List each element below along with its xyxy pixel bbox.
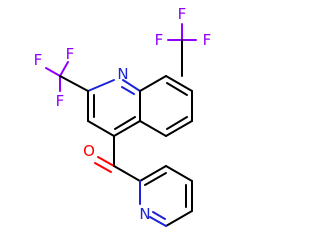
bond-c8a-n1 [122, 79, 141, 92]
bond-c8a-c8 [139, 75, 167, 92]
atom-f2: F [56, 92, 65, 110]
bond-c8-c7-double [166, 82, 188, 96]
bond-c4-c4a-double [114, 116, 136, 130]
molecule-svg: F F F F F F N N O [34, 5, 212, 227]
atom-f3: F [66, 45, 75, 63]
bond-c8a-n1-double [121, 86, 135, 95]
bond-carbonyl-pyridyl [113, 165, 141, 182]
bond-py-c3-c4 [165, 165, 193, 182]
bond-cf3-c2 [59, 75, 89, 92]
bond-py-c6-n-double [152, 211, 166, 220]
bond-py-c2-c3-double [144, 172, 167, 186]
bond-c4-c4a [113, 120, 141, 137]
bond-cf-f3 [59, 61, 69, 77]
bond-py-c2-c3 [139, 165, 167, 182]
structure-diagram: F F F F F F N N O [33, 5, 212, 227]
bond-c3-c4 [87, 120, 115, 137]
bond-py-c5-c6 [165, 210, 193, 227]
bond-c6-c5-double [166, 116, 188, 130]
bond-n1-c2 [87, 79, 115, 92]
atom-n-quinoline: N [117, 65, 128, 83]
atom-f1: F [34, 51, 43, 69]
atom-o-carbonyl: O [83, 142, 95, 160]
bond-c8-c7 [165, 75, 193, 92]
atom-f4: F [155, 31, 164, 49]
bond-c6-c5 [165, 120, 193, 137]
atom-f6: F [203, 31, 212, 49]
bond-cf-f1 [45, 67, 61, 77]
bond-co-2 [94, 162, 112, 173]
atom-n-pyridine: N [139, 205, 150, 223]
bond-c5-c4a [139, 120, 167, 137]
atom-f5: F [178, 5, 187, 23]
bond-co-1 [97, 156, 115, 167]
bond-py-c6-n [149, 216, 167, 227]
